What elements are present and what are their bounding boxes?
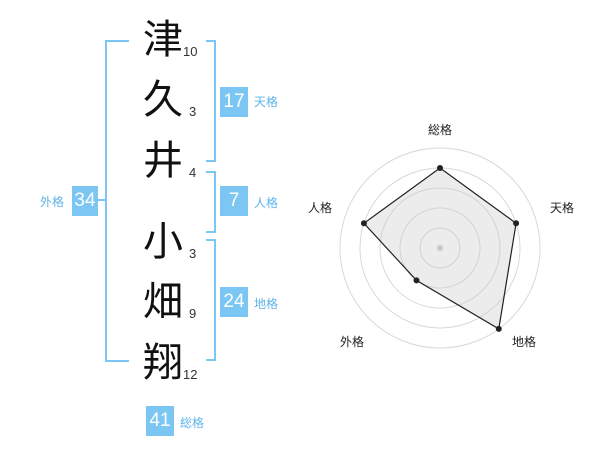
jinkaku-value: 7 [220,186,248,216]
radar-point-2 [513,220,520,227]
chikaku-value: 24 [220,287,248,317]
name-char-2: 久 [143,77,183,123]
tenkaku-bracket [206,40,216,162]
radar-points [360,165,520,332]
tenkaku-value: 17 [220,87,248,117]
chikaku-label: 地格 [254,297,279,311]
gaikaku-bracket [105,40,129,362]
stroke-count-4: 3 [189,246,197,261]
stroke-count-2: 3 [189,104,197,119]
radar-axis-label-tenkaku: 天格 [550,200,574,215]
name-char-3: 井 [143,138,183,184]
name-char-5: 畑 [143,279,183,325]
name-char-1: 津 [143,17,183,63]
name-char-6: 翔 [143,340,183,386]
gaikaku-tick [97,199,105,201]
radar-axis-label-gaikaku: 外格 [340,334,364,349]
radar-point-1 [437,165,443,171]
radar-point-4 [413,277,420,284]
radar-point-5 [360,220,367,227]
radar-ring-1 [419,227,461,269]
soukaku-value: 41 [146,406,174,436]
jinkaku-label: 人格 [254,196,279,210]
radar-ring-3 [379,187,501,309]
chikaku-bracket [206,239,216,361]
name-char-4: 小 [143,219,183,265]
radar-axis-label-jinkaku: 人格 [308,200,332,215]
gaikaku-value: 34 [72,186,98,216]
radar-ring-2 [399,207,481,289]
radar-axis-label-soukaku: 総格 [428,122,452,137]
stroke-count-6: 12 [183,367,198,382]
radar-point-3 [495,325,502,332]
tenkaku-label: 天格 [254,95,279,109]
stroke-count-3: 4 [189,165,197,180]
stroke-count-5: 9 [189,306,197,321]
radar-axis-label-chikaku: 地格 [512,334,536,349]
radar-center [437,245,443,251]
stroke-count-1: 10 [183,44,198,59]
jinkaku-bracket [206,171,216,233]
soukaku-label: 総格 [180,416,205,430]
gaikaku-label: 外格 [40,195,65,209]
